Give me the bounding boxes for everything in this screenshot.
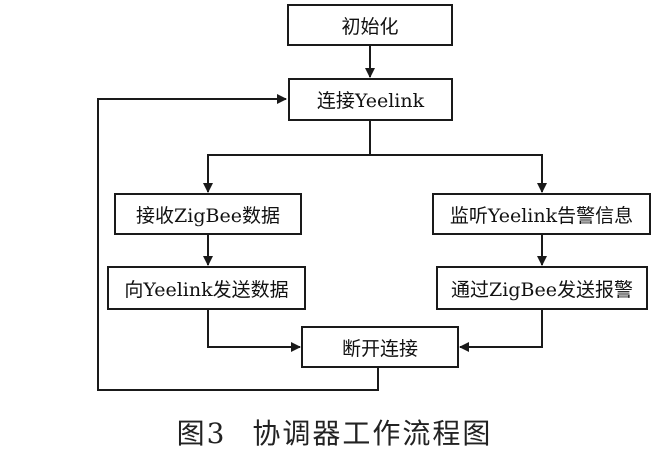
arrow-split-to-listen [370,154,547,193]
figure-caption: 图3 协调器工作流程图 [0,412,669,452]
node-receive-zigbee: 接收ZigBee数据 [114,193,302,235]
arrow-loop-back-to-connect [97,94,379,391]
node-init-label: 初始化 [341,15,399,38]
node-listen-yeelink-alarm: 监听Yeelink告警信息 [432,193,651,235]
node-send-alarm-label: 通过ZigBee发送报警 [451,278,633,301]
node-send-zigbee-alarm: 通过ZigBee发送报警 [436,266,648,310]
node-init: 初始化 [287,4,453,46]
node-disconnect: 断开连接 [301,326,459,368]
figure-title: 协调器工作流程图 [252,417,493,450]
arrow-senddata-to-disconnect [207,310,301,352]
arrow-connect-to-branches [203,121,371,193]
node-connect-yeelink: 连接Yeelink [288,78,453,121]
arrow-sendalarm-to-disconnect [459,310,543,352]
node-listen-label: 监听Yeelink告警信息 [449,204,634,227]
figure-number: 图3 [176,417,227,450]
node-disconnect-label: 断开连接 [341,337,418,360]
node-send-data-label: 向Yeelink发送数据 [124,278,289,301]
node-receive-label: 接收ZigBee数据 [136,204,280,227]
node-send-yeelink-data: 向Yeelink发送数据 [107,266,306,310]
node-connect-label: 连接Yeelink [316,90,425,112]
